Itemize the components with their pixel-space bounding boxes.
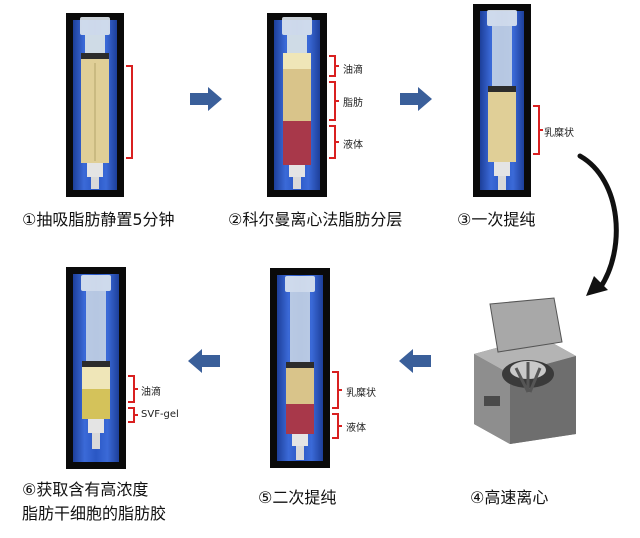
syringe-icon bbox=[285, 276, 315, 460]
annotation-svf-gel: SVF-gel bbox=[141, 409, 179, 420]
bracket-6-oil bbox=[128, 375, 138, 403]
syringe-icon bbox=[487, 10, 517, 190]
step-2-label: ②科尔曼离心法脂肪分层 bbox=[228, 210, 403, 229]
step-6-label-line2: 脂肪干细胞的脂肪胶 bbox=[22, 504, 167, 523]
bracket-2-fat bbox=[329, 81, 339, 121]
step-3-label: ③一次提纯 bbox=[457, 210, 536, 229]
bracket-5-chylous bbox=[332, 371, 342, 409]
annotation-chylous: 乳糜状 bbox=[346, 388, 376, 399]
step-6-label-line1: ⑥获取含有高浓度 bbox=[22, 480, 149, 499]
annotation-chylous: 乳糜状 bbox=[544, 128, 574, 139]
step-5-label: ⑤二次提纯 bbox=[258, 488, 337, 507]
annotation-fat: 脂肪 bbox=[343, 98, 363, 109]
bracket-5-liquid bbox=[332, 413, 342, 439]
annotation-oil: 油滴 bbox=[141, 387, 161, 398]
syringe-photo-6 bbox=[66, 267, 126, 469]
annotation-oil: 油滴 bbox=[343, 65, 363, 76]
bracket-1 bbox=[126, 65, 133, 159]
centrifuge-icon bbox=[474, 297, 576, 444]
bracket-2-liquid bbox=[329, 125, 339, 159]
arrow-right-icon bbox=[190, 87, 222, 111]
arrow-left-icon bbox=[399, 349, 431, 373]
syringe-icon bbox=[80, 17, 110, 189]
syringe-photo-5 bbox=[270, 268, 330, 468]
arrow-left-icon bbox=[188, 349, 220, 373]
bracket-6-svf bbox=[128, 407, 138, 423]
syringe-photo-2 bbox=[267, 13, 327, 197]
syringe-photo-1 bbox=[66, 13, 124, 197]
syringe-photo-3 bbox=[473, 4, 531, 197]
bracket-3 bbox=[533, 105, 543, 155]
step-1-label: ①抽吸脂肪静置5分钟 bbox=[22, 210, 175, 229]
syringe-icon bbox=[282, 17, 312, 189]
annotation-liquid: 液体 bbox=[346, 423, 366, 434]
step-4-label: ④高速离心 bbox=[470, 488, 549, 507]
annotation-liquid: 液体 bbox=[343, 140, 363, 151]
curved-arrow-icon bbox=[577, 153, 619, 296]
arrow-right-icon bbox=[400, 87, 432, 111]
bracket-2-oil bbox=[329, 55, 339, 77]
syringe-icon bbox=[81, 275, 111, 449]
